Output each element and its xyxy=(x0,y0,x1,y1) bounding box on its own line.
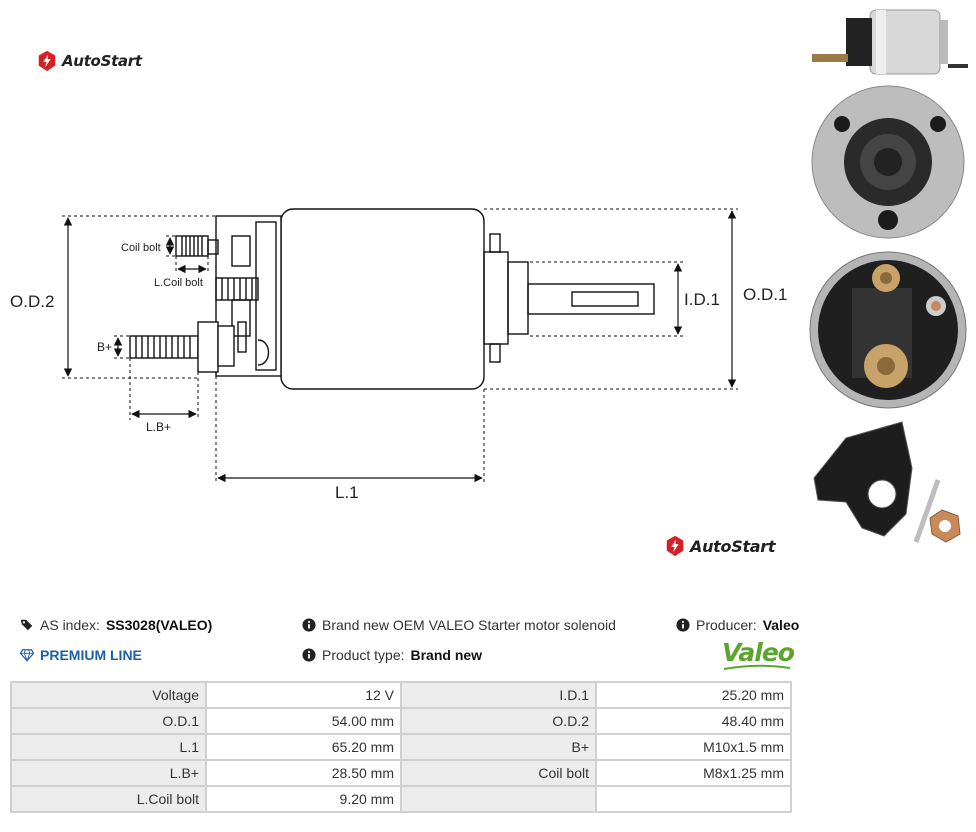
autostart-logo-bottom: AutoStart xyxy=(664,535,776,557)
label-od2: O.D.2 xyxy=(10,292,54,311)
premium-line: PREMIUM LINE xyxy=(20,647,142,663)
technical-drawing: Coil bolt L.Coil bolt O.D.2 B+ L.B+ L.1 … xyxy=(10,208,787,502)
autostart-logo-top: AutoStart xyxy=(36,50,142,72)
spec-value: 48.40 mm xyxy=(595,707,792,735)
label-id1: I.D.1 xyxy=(684,290,720,309)
spec-value: 54.00 mm xyxy=(205,707,402,735)
spec-label: O.D.1 xyxy=(10,707,207,735)
product-photo-back xyxy=(811,85,965,239)
autostart-mark-icon xyxy=(666,535,684,557)
spec-value xyxy=(595,785,792,813)
spec-value: 9.20 mm xyxy=(205,785,402,813)
info-icon xyxy=(302,618,316,632)
producer-label: Producer: xyxy=(696,617,757,633)
label-od1: O.D.1 xyxy=(743,285,787,304)
spec-label: B+ xyxy=(400,733,597,761)
spec-value: 28.50 mm xyxy=(205,759,402,787)
product-type-value: Brand new xyxy=(410,647,483,663)
producer: Producer: Valeo xyxy=(676,617,799,633)
tags-icon xyxy=(20,619,33,631)
as-index: AS index: SS3028(VALEO) xyxy=(20,617,212,633)
spec-label: I.D.1 xyxy=(400,681,597,709)
label-l1: L.1 xyxy=(335,483,359,502)
spec-label: L.Coil bolt xyxy=(10,785,207,813)
premium-label: PREMIUM LINE xyxy=(40,647,142,663)
info-icon xyxy=(302,648,316,662)
product-type: Product type: Brand new xyxy=(302,647,482,663)
spec-value: 65.20 mm xyxy=(205,733,402,761)
info-icon xyxy=(676,618,690,632)
spec-value: 12 V xyxy=(205,681,402,709)
spec-label xyxy=(400,785,597,813)
as-index-label: AS index: xyxy=(40,617,100,633)
valeo-swoosh-icon xyxy=(724,664,790,670)
brand-name-bottom: AutoStart xyxy=(690,536,776,556)
product-photo-front xyxy=(809,251,967,409)
product-photo-cap xyxy=(813,421,961,543)
spec-label: Coil bolt xyxy=(400,759,597,787)
label-lb-plus: L.B+ xyxy=(146,420,171,434)
autostart-mark-icon xyxy=(38,50,56,72)
label-l-coil-bolt: L.Coil bolt xyxy=(154,277,203,289)
product-photo-side xyxy=(812,9,968,75)
brand-name: AutoStart xyxy=(62,52,142,70)
description: Brand new OEM VALEO Starter motor soleno… xyxy=(302,617,616,633)
as-index-value: SS3028(VALEO) xyxy=(105,617,213,633)
spec-value: M10x1.5 mm xyxy=(595,733,792,761)
description-text: Brand new OEM VALEO Starter motor soleno… xyxy=(322,617,616,633)
spec-value: 25.20 mm xyxy=(595,681,792,709)
spec-label: L.B+ xyxy=(10,759,207,787)
label-coil-bolt: Coil bolt xyxy=(121,242,161,254)
spec-value: M8x1.25 mm xyxy=(595,759,792,787)
spec-label: L.1 xyxy=(10,733,207,761)
diamond-icon xyxy=(20,649,34,662)
label-b-plus: B+ xyxy=(97,340,112,354)
producer-value: Valeo xyxy=(762,617,800,633)
spec-label: Voltage xyxy=(10,681,207,709)
product-type-label: Product type: xyxy=(322,647,405,663)
spec-label: O.D.2 xyxy=(400,707,597,735)
valeo-logo: Valeo xyxy=(722,638,795,667)
